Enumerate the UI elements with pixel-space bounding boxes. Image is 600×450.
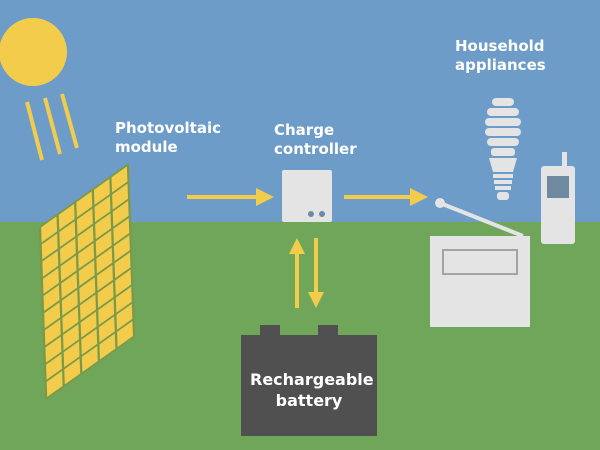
- charge-controller-icon: [282, 170, 332, 222]
- mobile-phone-icon: [541, 152, 575, 244]
- battery-icon: [241, 325, 377, 436]
- charge-controller-label: Charge controller: [274, 121, 357, 159]
- light-bulb-icon: [485, 98, 521, 200]
- solar-panel-icon: [38, 163, 136, 400]
- arrow-battery-to-controller: [289, 238, 305, 308]
- pv-module-label-line1: Photovoltaic: [115, 119, 222, 137]
- charge-controller-label-line2: controller: [274, 140, 357, 158]
- charge-controller-label-line1: Charge: [274, 121, 335, 139]
- arrow-panel-to-controller: [187, 188, 274, 206]
- sun-icon: [0, 18, 79, 161]
- arrow-controller-to-battery: [308, 238, 324, 308]
- household-appliances-label-line1: Household: [455, 37, 545, 55]
- pv-module-label-line2: module: [115, 138, 178, 156]
- battery-label-line1: Rechargeable: [250, 370, 374, 389]
- pv-module-label: Photovoltaic module: [115, 119, 221, 157]
- household-appliances-label-line2: appliances: [455, 56, 546, 74]
- battery-label-line2: battery: [275, 391, 343, 410]
- radio-icon: [430, 198, 530, 327]
- household-appliances-label: Household appliances: [455, 37, 546, 75]
- battery-label: Rechargeable battery: [250, 369, 374, 411]
- arrow-controller-to-appliances: [344, 188, 428, 206]
